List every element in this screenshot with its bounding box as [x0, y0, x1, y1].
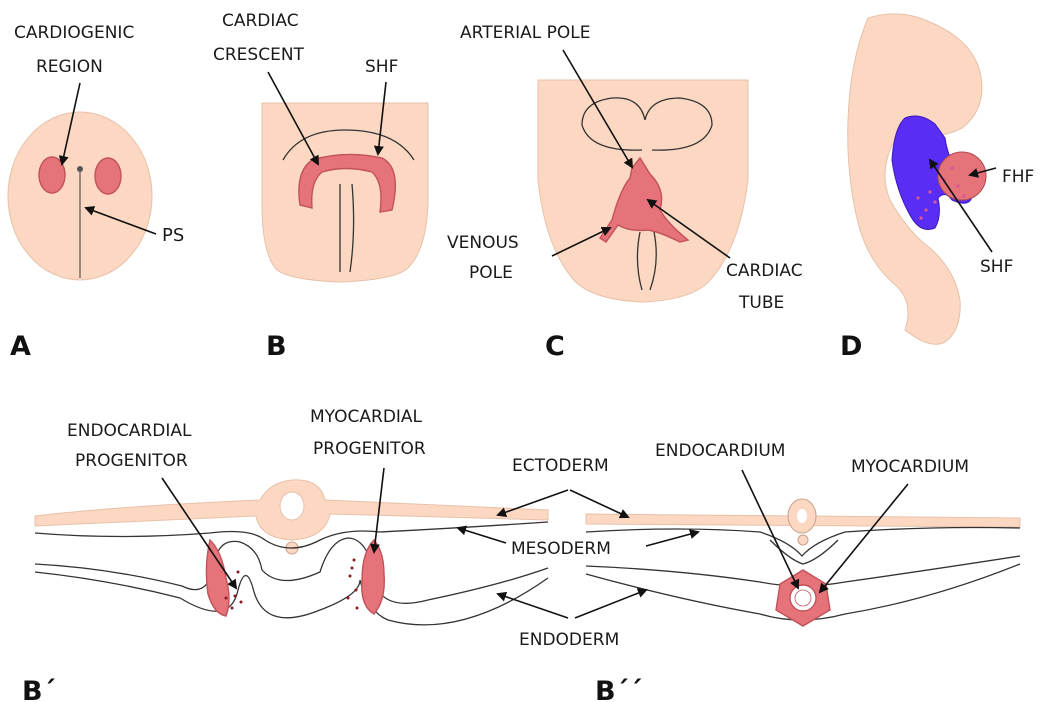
left-cardiogenic-region	[39, 157, 65, 193]
label-fhf: FHF	[1002, 167, 1034, 187]
label-myocardial: MYOCARDIAL	[310, 407, 423, 427]
label-shf-b: SHF	[365, 57, 398, 77]
label-tube: TUBE	[738, 293, 784, 313]
panel-letter-b-prime: B´	[22, 676, 56, 702]
label-cardiogenic-line1: CARDIOGENIC	[14, 23, 134, 43]
panel-letter-c: C	[545, 331, 565, 362]
label-cardiac: CARDIAC	[222, 11, 299, 31]
label-ectoderm: ECTODERM	[512, 456, 609, 476]
panel-b-double-prime: ENDOCARDIUM MYOCARDIUM B´´	[586, 441, 1020, 702]
panel-b: CARDIAC CRESCENT SHF B	[213, 11, 428, 362]
label-venous-pole: POLE	[469, 263, 513, 283]
label-cardiogenic-line2: REGION	[36, 57, 103, 77]
label-endocardial-progenitor: PROGENITOR	[75, 451, 188, 471]
node	[77, 166, 83, 172]
label-shf-d: SHF	[980, 257, 1013, 277]
panel-b-prime: ENDOCARDIAL PROGENITOR MYOCARDIAL PROGEN…	[22, 407, 548, 702]
label-ps: PS	[162, 225, 184, 246]
arrow-mesoderm-right	[646, 532, 698, 546]
panel-c: ARTERIAL POLE VENOUS POLE CARDIAC TUBE C	[447, 23, 803, 362]
right-cardiogenic-region	[95, 158, 121, 194]
shared-germ-layer-labels: ECTODERM MESODERM ENDODERM	[458, 456, 698, 650]
label-endocardium: ENDOCARDIUM	[655, 441, 785, 461]
label-myocardium: MYOCARDIUM	[851, 457, 969, 477]
panel-d: FHF SHF D	[840, 14, 1034, 362]
arrow-endocardium	[742, 470, 798, 588]
neural-groove	[280, 492, 304, 520]
panel-letter-b-double-prime: B´´	[595, 676, 643, 702]
label-cardiac-c: CARDIAC	[726, 261, 803, 281]
panel-a: CARDIOGENIC REGION PS A	[8, 23, 184, 362]
arrow-ectoderm-right	[570, 490, 628, 517]
arrow-mesoderm-left	[458, 528, 506, 543]
panel-letter-b: B	[266, 331, 287, 362]
label-endocardial: ENDOCARDIAL	[67, 421, 192, 441]
myocardial-progenitor	[362, 540, 385, 614]
panel-letter-d: D	[840, 331, 862, 362]
arrow-endocardial-progenitor	[162, 478, 236, 588]
notochord-b-double-prime	[798, 535, 808, 545]
arrow-endoderm-left	[498, 594, 568, 618]
arrow-endoderm-right	[575, 590, 646, 618]
panel-letter-a: A	[10, 331, 31, 362]
arrow-myocardium	[820, 484, 908, 592]
first-heart-field	[938, 152, 986, 200]
label-endoderm: ENDODERM	[519, 630, 619, 650]
neural-tube-lumen	[797, 509, 807, 523]
endocardial-progenitor	[206, 540, 229, 616]
label-myocardial-progenitor: PROGENITOR	[313, 439, 426, 459]
label-mesoderm: MESODERM	[511, 539, 611, 559]
label-venous: VENOUS	[447, 233, 519, 253]
heart-lumen	[795, 590, 811, 606]
label-crescent: CRESCENT	[213, 45, 305, 65]
label-arterial-pole: ARTERIAL POLE	[460, 23, 591, 43]
